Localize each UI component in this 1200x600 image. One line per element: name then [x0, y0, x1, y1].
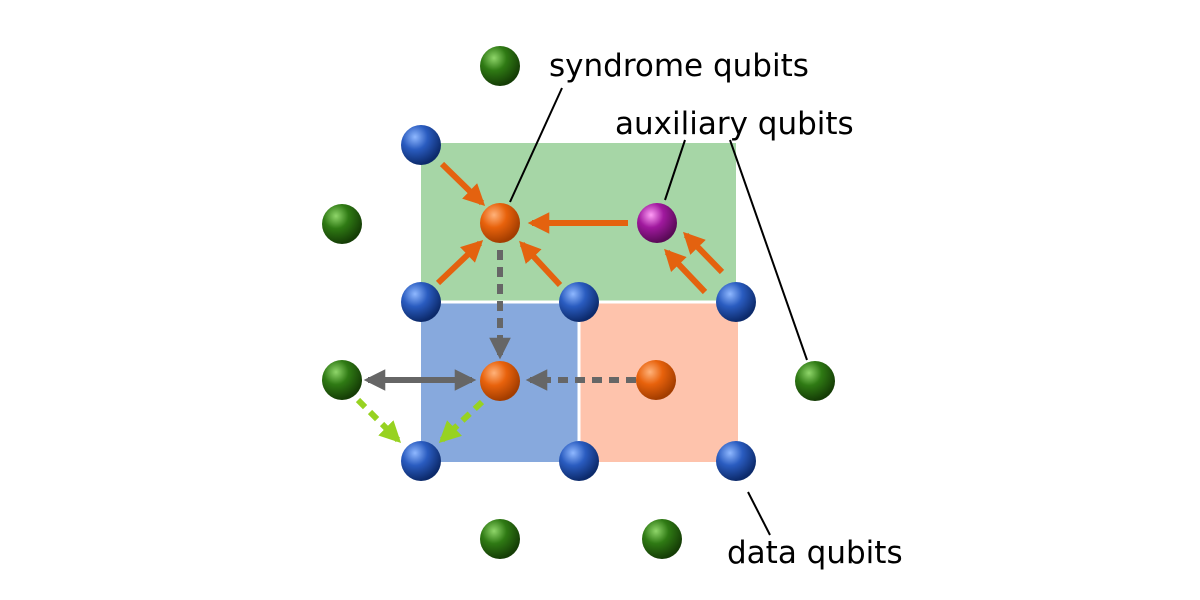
green-qubit-sphere-icon — [322, 204, 362, 244]
lime-dashed-arrow — [355, 397, 402, 444]
pointer-line-syndrome — [509, 87, 563, 203]
orange-arrow — [439, 161, 486, 207]
data-qubit-sphere-icon — [716, 441, 756, 481]
data-qubit-sphere-icon — [401, 441, 441, 481]
label-auxiliary-qubits: auxiliary qubits — [615, 106, 854, 142]
pointer-line-data — [747, 491, 771, 536]
label-data-qubits: data qubits — [727, 535, 903, 571]
green-qubit-sphere-icon — [480, 519, 520, 559]
syndrome-qubit-sphere-icon — [480, 203, 520, 243]
label-syndrome-qubits: syndrome qubits — [549, 48, 809, 84]
data-qubit-sphere-icon — [401, 125, 441, 165]
auxiliary-qubit-sphere-icon — [637, 203, 677, 243]
pointer-line-auxiliary — [664, 139, 686, 201]
orange-arrow — [664, 248, 708, 295]
data-qubits — [401, 125, 756, 481]
lime-dashed-arrow — [438, 399, 485, 443]
orange-arrow — [519, 240, 563, 288]
data-qubit-sphere-icon — [559, 282, 599, 322]
green-qubit-sphere-icon — [480, 46, 520, 86]
orange-arrow — [435, 240, 484, 286]
gray-arrows — [363, 250, 636, 391]
green-qubit-sphere-icon — [795, 361, 835, 401]
syndrome-qubits — [480, 203, 676, 401]
pointer-line-auxiliary-2 — [729, 139, 808, 361]
orange-arrow — [682, 231, 725, 275]
syndrome-qubit-sphere-icon — [636, 360, 676, 400]
orange-arrows — [435, 161, 725, 295]
lime-arrows — [355, 397, 485, 444]
syndrome-qubit-sphere-icon — [480, 361, 520, 401]
green-qubits — [322, 46, 835, 559]
data-qubit-sphere-icon — [401, 282, 441, 322]
green-qubit-sphere-icon — [642, 519, 682, 559]
green-qubit-sphere-icon — [322, 360, 362, 400]
data-qubit-sphere-icon — [559, 441, 599, 481]
data-qubit-sphere-icon — [716, 282, 756, 322]
